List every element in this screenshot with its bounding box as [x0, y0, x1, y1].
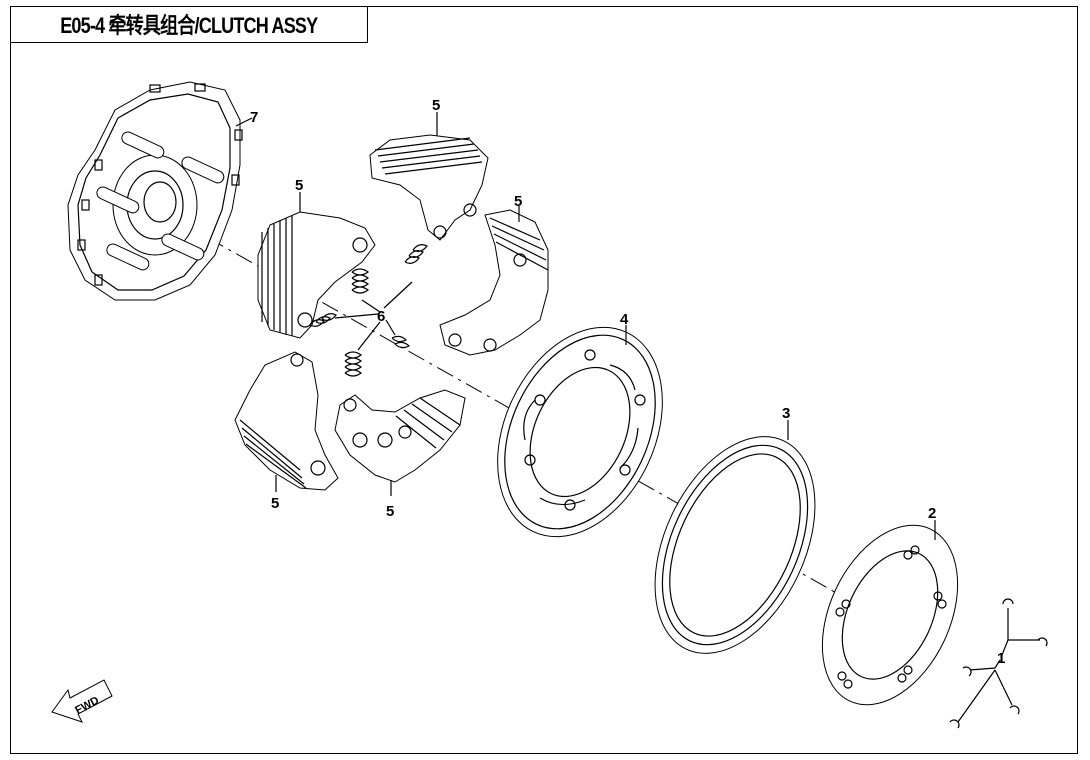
callout-2: 2 [928, 505, 936, 522]
part-5-shoe-upper-left[interactable] [257, 211, 376, 339]
callout-3: 3 [782, 405, 790, 422]
forward-direction-arrow: FWD [51, 679, 113, 723]
part-5-shoe-lower-center[interactable] [334, 389, 466, 483]
callout-5-lower-center: 5 [386, 503, 394, 520]
part-5-shoe-top[interactable] [369, 134, 489, 241]
part-1-circlips[interactable] [949, 598, 1048, 729]
callout-5-lower-left: 5 [271, 495, 279, 512]
callout-1: 1 [997, 650, 1005, 667]
part-2-washer-plate[interactable] [795, 504, 984, 727]
part-3-friction-ring[interactable] [623, 411, 847, 679]
part-6-springs[interactable] [309, 244, 428, 377]
part-5-shoe-right[interactable] [439, 209, 549, 356]
callout-4: 4 [620, 311, 629, 328]
callout-5-right: 5 [514, 193, 522, 210]
callout-6: 6 [377, 308, 385, 325]
diagram-title: E05-4 牵转具组合/CLUTCH ASSY [59, 13, 318, 38]
callout-7: 7 [250, 109, 258, 126]
callout-5-top: 5 [432, 97, 440, 114]
part-5-shoe-lower-left[interactable] [234, 351, 339, 491]
title-box: E05-4 牵转具组合/CLUTCH ASSY [10, 6, 368, 43]
drawing-frame [10, 6, 1078, 754]
part-7-drive-hub[interactable] [67, 81, 243, 301]
callout-5-upper-left: 5 [295, 177, 303, 194]
